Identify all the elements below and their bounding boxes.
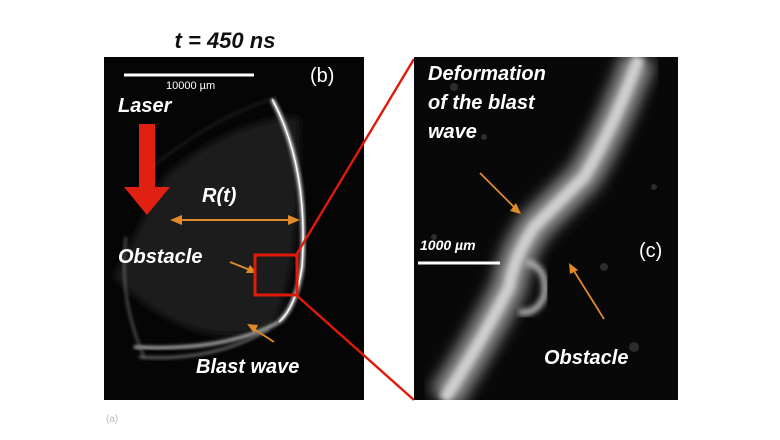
time-title: t = 450 ns: [174, 28, 276, 53]
shock-front-top: [151, 98, 273, 168]
obstacle-label-c: Obstacle: [544, 347, 629, 369]
laser-arrow-icon: [124, 124, 170, 215]
deformation-label-line-1: Deformation: [428, 63, 546, 85]
shock-front-left: [123, 236, 145, 358]
panel-c-label: (c): [639, 240, 663, 262]
deformation-label-line-3: wave: [428, 121, 477, 143]
radius-label: R(t): [202, 185, 237, 207]
deformation-label-line-2: of the blast: [428, 92, 535, 114]
deformed-shock-core: [438, 57, 645, 400]
panel-b-label: (b): [310, 65, 335, 87]
scale-bar-c-label: 1000 µm: [420, 237, 476, 253]
plasma-glow: [114, 117, 300, 336]
stray-panel-label: (a): [106, 414, 119, 425]
panel-b: 10000 µm (b) Laser R(t) Obstacle Blast w…: [104, 57, 364, 400]
obstacle-bulge: [518, 259, 548, 316]
panel-c: Deformation of the blast wave 1000 µm (c…: [414, 57, 678, 400]
scale-bar-b-label: 10000 µm: [166, 80, 216, 92]
panel-c-image: [418, 57, 657, 400]
background-noise: [431, 83, 657, 352]
obstacle-pointer-c-icon: [569, 263, 605, 320]
blast-wave-label: Blast wave: [196, 356, 300, 378]
obstacle-label-b: Obstacle: [118, 246, 203, 268]
shock-front-secondary: [138, 328, 270, 359]
panel-b-image: [114, 73, 306, 359]
shock-front-bottom: [133, 320, 280, 350]
laser-label: Laser: [118, 95, 172, 117]
blast-wave-pointer-icon: [247, 324, 275, 343]
deformation-pointer-icon: [479, 172, 521, 214]
